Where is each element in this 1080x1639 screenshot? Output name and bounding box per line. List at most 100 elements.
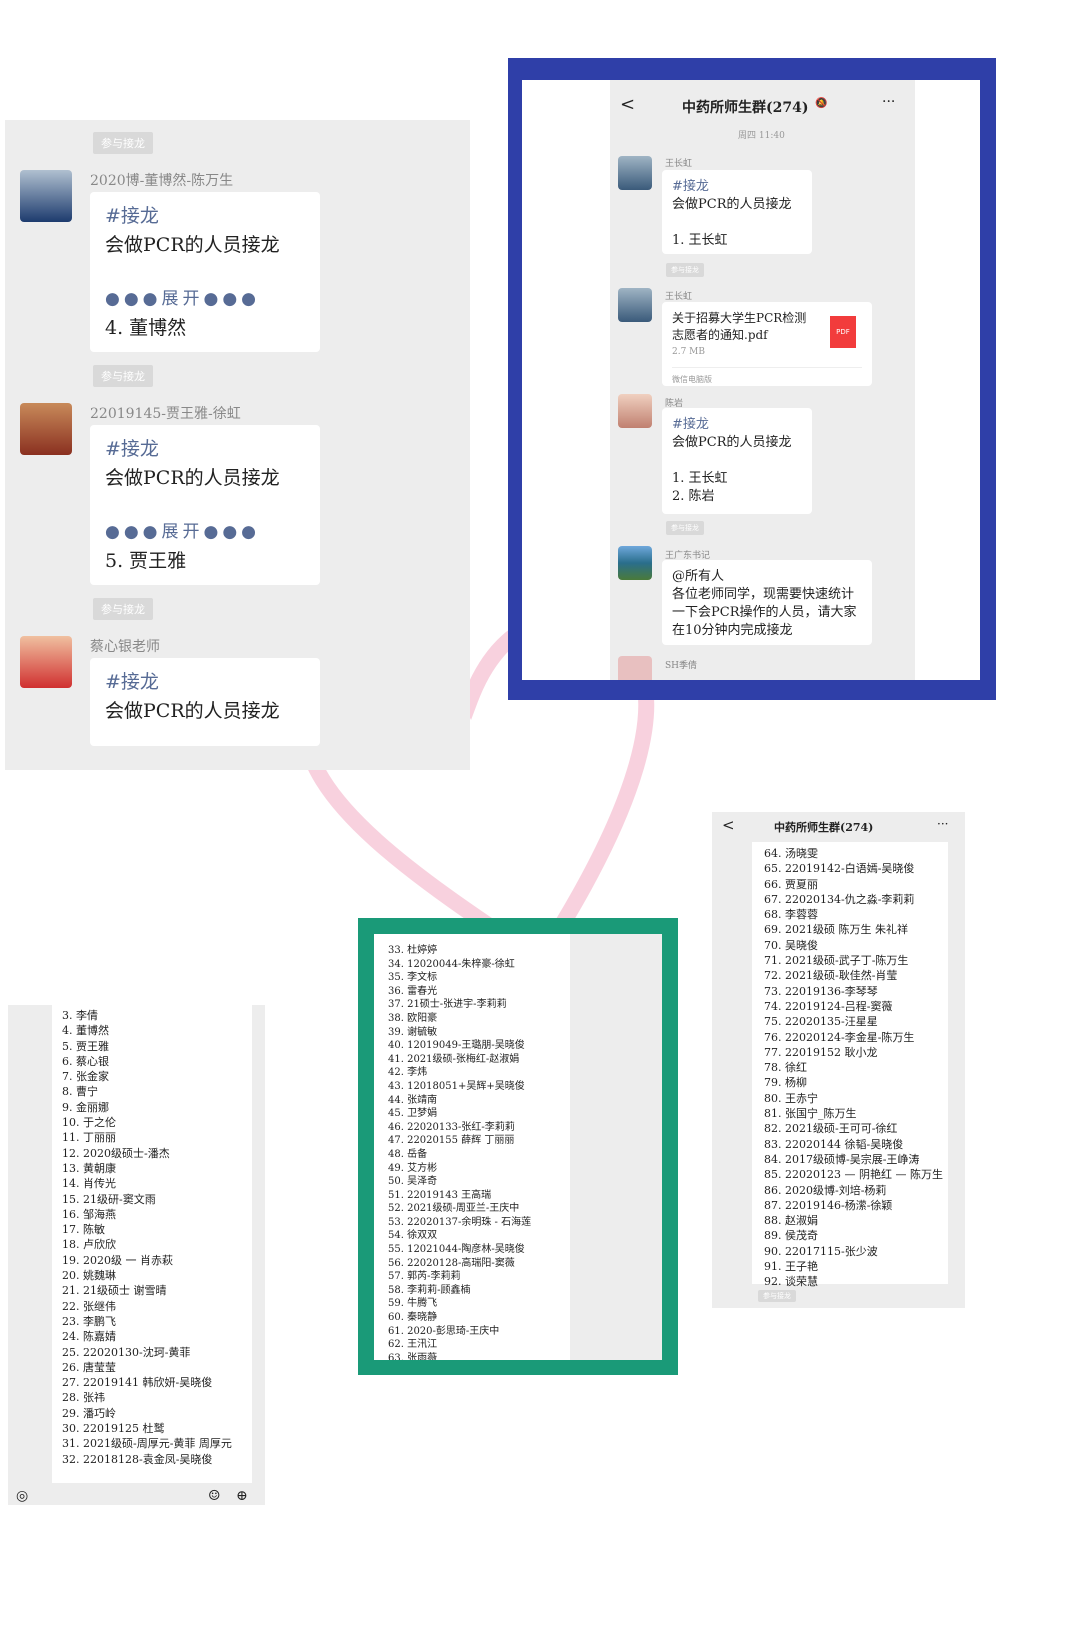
list-item: 25. 22020130-沈珂-黄菲 bbox=[62, 1345, 191, 1359]
list-item: 57. 郭芮-李莉莉 bbox=[388, 1271, 461, 1283]
list-item: 54. 徐双双 bbox=[388, 1230, 438, 1242]
join-button[interactable]: 参与接龙 bbox=[666, 263, 704, 277]
message-bubble[interactable]: #接龙 会做PCR的人员接龙 1. 王长虹 2. 陈岩 bbox=[662, 408, 812, 514]
list-item: 84. 2017级硕博-吴宗展-王峥涛 bbox=[764, 1152, 920, 1166]
list-item: 58. 李莉莉-顾鑫楠 bbox=[388, 1284, 471, 1296]
sender-name: 蔡心银老师 bbox=[90, 639, 160, 655]
join-button[interactable]: 参与接龙 bbox=[93, 365, 153, 387]
list-item: 23. 李鹏飞 bbox=[62, 1314, 116, 1328]
list-item: 81. 张国宁_陈万生 bbox=[764, 1107, 857, 1121]
list-item: 66. 贾夏丽 bbox=[764, 877, 818, 891]
list-item: 92. 谈荣慧 bbox=[764, 1275, 818, 1289]
more-button[interactable]: ··· bbox=[937, 817, 949, 831]
back-chevron-icon[interactable]: < bbox=[722, 816, 735, 834]
list-item: 70. 吴晓俊 bbox=[764, 938, 818, 952]
list-item: 1. 王长虹 bbox=[672, 233, 728, 248]
file-size: 2.7 MB bbox=[672, 347, 706, 357]
list-item: 22. 张继伟 bbox=[62, 1299, 116, 1313]
avatar[interactable] bbox=[618, 656, 652, 680]
list-item: 62. 王汛江 bbox=[388, 1339, 438, 1351]
list-item: 73. 22019136-李琴琴 bbox=[764, 984, 878, 998]
back-chevron-icon[interactable]: < bbox=[620, 94, 636, 115]
message-bubble[interactable]: @所有人 各位老师同学，现需要快速统计一下会PCR操作的人员，请大家在10分钟内… bbox=[662, 560, 872, 645]
list-item: 60. 秦晓静 bbox=[388, 1312, 438, 1324]
list-item: 33. 杜婷婷 bbox=[388, 945, 438, 956]
message-bubble[interactable]: #接龙 会做PCR的人员接龙 ●●●展开●●● 5. 贾王雅 bbox=[90, 425, 320, 585]
mention: @所有人 bbox=[672, 569, 725, 584]
list-item: 3. 李倩 bbox=[62, 1009, 98, 1022]
join-button[interactable]: 参与接龙 bbox=[93, 132, 153, 154]
message-title: 会做PCR的人员接龙 bbox=[672, 435, 792, 450]
list-item: 40. 12019049-王璐朋-吴晓俊 bbox=[388, 1040, 525, 1052]
chat-title: 中药所师生群(274) bbox=[774, 821, 874, 834]
more-button[interactable]: ··· bbox=[882, 94, 896, 110]
list-item: 79. 杨柳 bbox=[764, 1076, 807, 1090]
list-item: 76. 22020124-李金星-陈万生 bbox=[764, 1030, 915, 1044]
list-item: 71. 2021级硕-武子丁-陈万生 bbox=[764, 954, 909, 968]
avatar[interactable] bbox=[20, 403, 72, 455]
sender-name: 2020博-董博然-陈万生 bbox=[90, 173, 234, 189]
list-item: 7. 张金家 bbox=[62, 1070, 109, 1084]
list-item: 17. 陈敏 bbox=[62, 1223, 105, 1237]
list-item: 14. 肖传光 bbox=[62, 1177, 116, 1191]
list-item: 68. 李蓉蓉 bbox=[764, 908, 818, 922]
timestamp: 周四 11:40 bbox=[738, 131, 785, 141]
list-item: 75. 22020135-汪星星 bbox=[764, 1015, 878, 1029]
sender-name: 22019145-贾王雅-徐虹 bbox=[90, 406, 241, 422]
bottom-right-chat: < 中药所师生群(274) ··· 64. 汤晓雯 65. 22019142-白语… bbox=[712, 812, 965, 1308]
message-bubble[interactable]: #接龙 会做PCR的人员接龙 ●●●展开●●● bbox=[90, 658, 320, 746]
list-item: 69. 2021级硕 陈万生 朱礼祥 bbox=[764, 923, 908, 937]
join-button[interactable]: 参与接龙 bbox=[93, 598, 153, 620]
avatar[interactable] bbox=[20, 170, 72, 222]
list-item: 31. 2021级硕-周厚元-黄菲 周厚元 bbox=[62, 1437, 232, 1451]
list-item: 77. 22019152 耿小龙 bbox=[764, 1045, 878, 1059]
list-item: 86. 2020级博-刘培-杨莉 bbox=[764, 1183, 887, 1197]
avatar[interactable] bbox=[618, 156, 652, 190]
message-bubble[interactable]: #接龙 会做PCR的人员接龙 ●●●展开●●● 4. 董博然 bbox=[90, 192, 320, 352]
list-item: 13. 黄朝康 bbox=[62, 1161, 116, 1175]
list-item: 41. 2021级硕-张梅红-赵淑娟 bbox=[388, 1053, 520, 1065]
list-item: 1. 王长虹 bbox=[672, 471, 728, 486]
plus-icon[interactable]: ⊕ bbox=[236, 1488, 248, 1504]
list-item: 83. 22020144 徐韬-吴晓俊 bbox=[764, 1137, 904, 1151]
avatar[interactable] bbox=[618, 288, 652, 322]
avatar[interactable] bbox=[20, 636, 72, 688]
file-message[interactable]: 关于招募大学生PCR检测志愿者的通知.pdf 2.7 MB PDF 微信电脑版 bbox=[662, 302, 872, 386]
list-item: 65. 22019142-白语嫣-吴晓俊 bbox=[764, 862, 915, 876]
list-item: 72. 2021级硕-耿佳然-肖莹 bbox=[764, 969, 898, 983]
message-title: 会做PCR的人员接龙 bbox=[105, 234, 280, 256]
list-item: 26. 唐莹莹 bbox=[62, 1360, 116, 1374]
list-item: 88. 赵淑娟 bbox=[764, 1214, 818, 1228]
list-item: 11. 丁丽丽 bbox=[62, 1131, 116, 1145]
list-item: 32. 22018128-袁金凤-吴晓俊 bbox=[62, 1452, 213, 1466]
list-item: 39. 谢毓敏 bbox=[388, 1026, 438, 1038]
list-item: 24. 陈嘉婧 bbox=[62, 1330, 116, 1344]
sender-name: SH季倩 bbox=[665, 661, 698, 671]
avatar[interactable] bbox=[618, 546, 652, 580]
message-bubble[interactable]: #接龙 会做PCR的人员接龙 1. 王长虹 bbox=[662, 170, 812, 254]
list-item: 47. 22020155 薛辉 丁丽丽 bbox=[388, 1135, 515, 1147]
hashtag: #接龙 bbox=[672, 417, 709, 432]
list-item: 10. 于之伦 bbox=[62, 1116, 116, 1130]
list-item: 44. 张靖南 bbox=[388, 1094, 438, 1106]
hashtag: #接龙 bbox=[105, 205, 159, 227]
list-item: 36. 雷春光 bbox=[388, 985, 438, 997]
expand-link[interactable]: ●●●展开●●● bbox=[105, 289, 261, 309]
source-label: 微信电脑版 bbox=[672, 367, 862, 388]
list-item: 35. 李文标 bbox=[388, 972, 438, 984]
list-item: 59. 牛腾飞 bbox=[388, 1298, 438, 1310]
list-item: 21. 21级硕士 谢雪晴 bbox=[62, 1284, 167, 1298]
join-button[interactable]: 参与接龙 bbox=[758, 1290, 796, 1302]
emoji-icon[interactable]: ☺ bbox=[208, 1488, 221, 1504]
join-button[interactable]: 参与接龙 bbox=[666, 521, 704, 535]
list-item: 78. 徐红 bbox=[764, 1061, 807, 1075]
list-item: 64. 汤晓雯 bbox=[764, 847, 818, 860]
expand-link[interactable]: ●●●展开●●● bbox=[105, 522, 261, 542]
left-chat-panel: 参与接龙 2020博-董博然-陈万生 #接龙 会做PCR的人员接龙 ●●●展开●… bbox=[5, 120, 470, 770]
voice-icon[interactable]: ◎ bbox=[16, 1488, 29, 1504]
list-item: 30. 22019125 杜鹫 bbox=[62, 1422, 165, 1436]
list-item: 89. 侯茂奇 bbox=[764, 1229, 818, 1243]
avatar[interactable] bbox=[618, 394, 652, 428]
list-item: 87. 22019146-杨潆-徐颖 bbox=[764, 1198, 893, 1212]
